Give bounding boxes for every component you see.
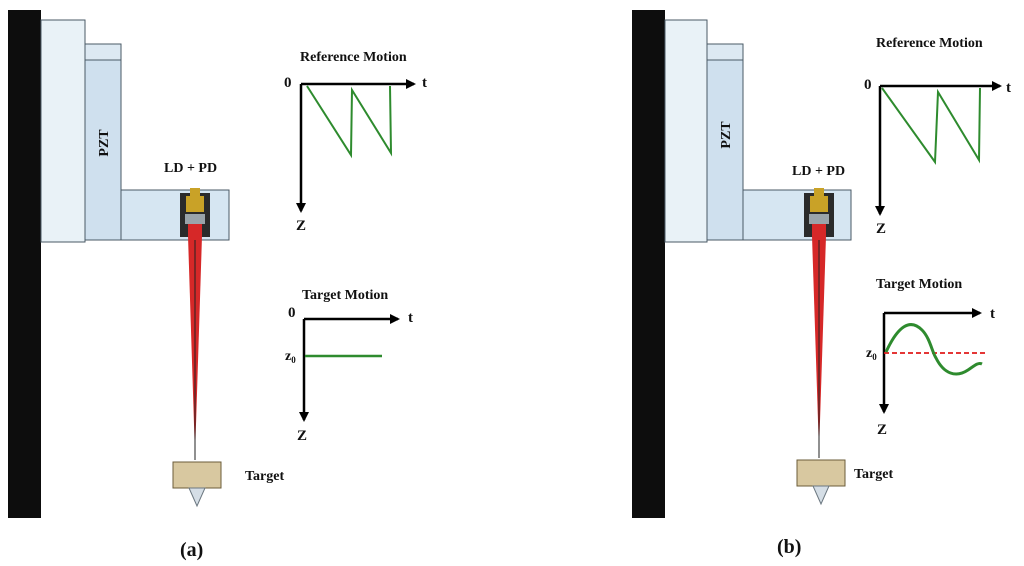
panel-b-apparatus: PZT Target LD + PD [632,10,893,518]
panel-b-target-label: Target [854,467,893,482]
panel-a-reference-title: Reference Motion [300,50,407,65]
panel-a-arm [120,189,230,241]
panel-a-apparatus: PZT Target LD + PD [8,10,284,518]
panel-b-target-motion-title: Target Motion [876,277,962,292]
panel-a-target-label: Target [245,469,284,484]
panel-b-target-probe-icon [796,459,846,506]
panel-b-target-signal [884,323,983,376]
panel-b-target-plot: Target Motion t Z z0 [866,277,995,438]
panel-b-reference-t-label: t [1006,80,1011,96]
panel-a-target-z-label: Z [297,428,307,444]
panel-a-reference-plot: Reference Motion 0 t Z [284,50,427,234]
panel-b-wall [632,10,665,518]
panel-a-ld-pd-module-icon [180,188,210,237]
panel-b-caption: (b) [777,536,801,558]
panel-a-base-plate [40,19,86,243]
panel-a-reference-origin: 0 [284,75,292,91]
panel-a-target-origin: 0 [288,305,296,321]
panel-a-pzt-cap [84,43,122,61]
panel-b-pzt-label: PZT [719,121,734,149]
panel-b-reference-signal [881,87,981,165]
panel-b-base-plate [664,19,708,243]
panel-b-target-t-label: t [990,306,995,322]
panel-a-pzt-block [84,59,122,241]
panel-a-caption: (a) [180,539,203,561]
panel-b-reference-title: Reference Motion [876,36,983,51]
panel-a-module-label: LD + PD [164,161,217,176]
panel-a-pzt-label: PZT [97,129,112,157]
panel-b-module-label: LD + PD [792,164,845,179]
panel-a-target-motion-title: Target Motion [302,288,388,303]
panel-a-reference-z-label: Z [296,218,306,234]
panel-b-reference-plot: Reference Motion 0 t Z [864,36,1011,237]
panel-b-pzt-cap [706,43,744,61]
panel-a-reference-signal [306,85,393,159]
panel-a-reference-t-label: t [422,75,427,91]
panel-b-pzt-block [706,59,744,241]
panel-a-target-t-label: t [408,310,413,326]
panel-b-ld-pd-module-icon [804,188,834,237]
panel-b-z0-label: z0 [866,346,877,362]
panel-b-reference-z-label: Z [876,221,886,237]
panel-a-target-plot: Target Motion 0 t Z z0 [285,288,413,444]
panel-a-wall [8,10,41,518]
panel-a-target-probe-icon [172,461,222,508]
panel-b: PZT Target LD + PD Reference Motion 0 [632,10,1011,558]
panel-b-reference-origin: 0 [864,77,872,93]
panel-b-target-z-label: Z [877,422,887,438]
panel-b-arm [742,189,852,241]
panel-a-z0-label: z0 [285,349,296,365]
panel-a: PZT Target LD + PD Reference Motion 0 [8,10,427,561]
